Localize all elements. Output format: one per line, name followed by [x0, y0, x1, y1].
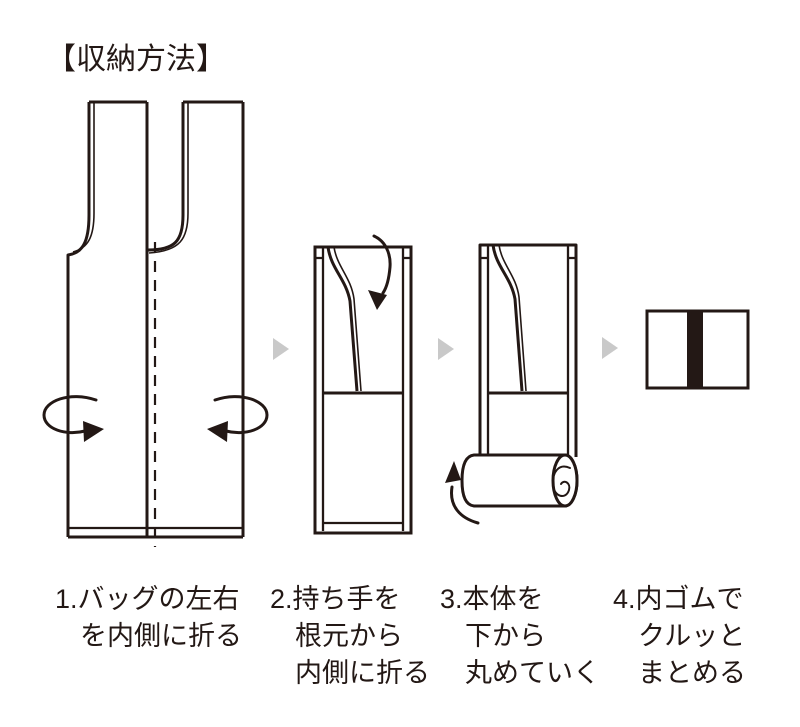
fold-arrow-left-icon — [42, 395, 104, 442]
next-step-arrow-icon — [438, 338, 454, 360]
handle-strap — [326, 246, 362, 392]
fold-arrow-right-icon — [207, 395, 269, 442]
handle-fold-arrow-icon — [368, 234, 392, 310]
elastic-band — [687, 312, 703, 387]
step2-caption: 2.持ち手を 根元から 内側に折る — [270, 581, 430, 692]
step3-figure — [445, 243, 579, 525]
rolled-bottom — [460, 453, 579, 508]
caption-line: 内側に折る — [295, 658, 430, 688]
caption-line: 4.内ゴムで — [613, 584, 744, 614]
caption-line: を内側に折る — [80, 621, 242, 651]
bag-outline — [66, 100, 245, 539]
step1-caption: 1.バッグの左右 を内側に折る — [55, 581, 242, 655]
step3-caption: 3.本体を 下から 丸めていく — [440, 581, 600, 692]
caption-line: 根元から — [295, 621, 403, 651]
caption-line: 3.本体を — [440, 584, 544, 614]
step1-figure — [42, 100, 269, 547]
caption-line: まとめる — [638, 658, 746, 688]
folded-bag-outline — [478, 243, 578, 457]
step4-figure — [645, 309, 750, 390]
caption-line: 丸めていく — [465, 658, 600, 688]
folded-bag-outline — [313, 245, 413, 535]
roll-up-arrow-icon — [445, 461, 480, 525]
step2-figure — [313, 234, 413, 535]
step4-caption: 4.内ゴムで クルッと まとめる — [613, 581, 746, 692]
caption-line: 下から — [465, 621, 546, 651]
next-step-arrow-icon — [602, 337, 618, 359]
caption-line: 1.バッグの左右 — [55, 584, 240, 614]
next-step-arrow-icon — [273, 338, 289, 360]
caption-line: 2.持ち手を — [270, 584, 401, 614]
handle-strap — [491, 244, 527, 392]
page-title: 【収納方法】 — [46, 43, 226, 76]
roll-spiral — [551, 465, 571, 497]
folded-side-edges — [315, 247, 411, 531]
bag-hem-lines — [72, 102, 189, 254]
folded-side-edges — [480, 245, 576, 455]
caption-line: クルッと — [638, 621, 746, 651]
